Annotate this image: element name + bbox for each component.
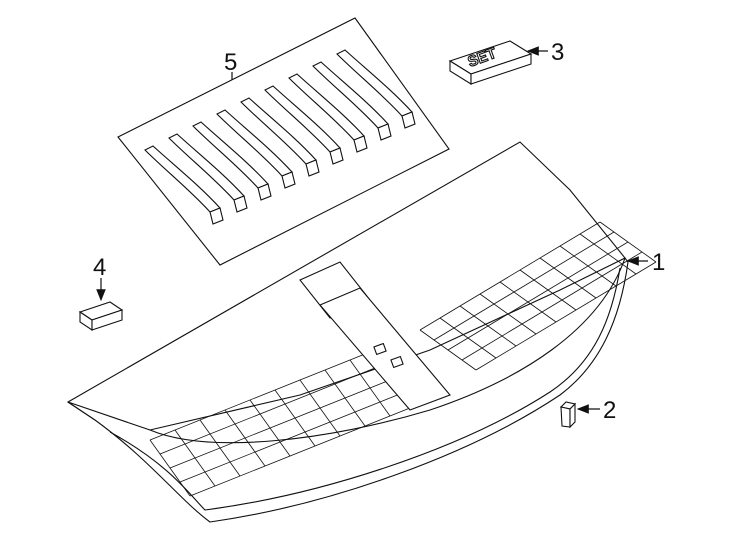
callout-3: 3: [526, 39, 564, 66]
callout-5: 5: [224, 49, 237, 80]
part-5-molding-kit: [117, 17, 450, 266]
kit-strip: [168, 133, 248, 213]
part-3-emblem-box: SET: [448, 40, 533, 85]
callout-4-label: 4: [93, 254, 106, 281]
callout-3-label: 3: [551, 39, 564, 66]
mesh-line: [461, 251, 643, 361]
mesh-line: [419, 221, 601, 331]
kit-strip: [216, 109, 296, 189]
kit-strip: [312, 61, 392, 141]
mesh-line: [475, 261, 657, 371]
grille-mesh-left: [149, 339, 441, 497]
mesh-line: [433, 231, 615, 341]
grille-mesh-right: [419, 221, 657, 371]
mesh-line: [189, 395, 441, 497]
emblem-label: SET: [466, 45, 499, 71]
part-1-grille: [66, 141, 657, 523]
mesh-line: [159, 353, 411, 455]
part-2-clip: [559, 401, 577, 429]
part-4-pad: [78, 301, 124, 332]
callout-2-label: 2: [603, 397, 616, 424]
mesh-line: [447, 241, 629, 351]
grille-center-support: [299, 261, 451, 411]
mesh-line: [149, 339, 401, 441]
callout-4: 4: [93, 254, 106, 302]
kit-strips: [144, 49, 416, 225]
callout-1: 1: [626, 249, 665, 276]
kit-strip: [288, 73, 368, 153]
callout-2: 2: [576, 397, 616, 424]
mesh-line: [179, 381, 431, 483]
callout-1-label: 1: [652, 249, 665, 276]
kit-strip: [240, 97, 320, 177]
callout-5-label: 5: [224, 49, 237, 76]
kit-strip: [144, 145, 224, 225]
kit-strip: [336, 49, 416, 129]
kit-strip: [264, 85, 344, 165]
grille-lower-lip: [109, 267, 621, 511]
mesh-line: [169, 367, 421, 469]
kit-strip: [192, 121, 272, 201]
grille-front-face: [67, 256, 629, 523]
